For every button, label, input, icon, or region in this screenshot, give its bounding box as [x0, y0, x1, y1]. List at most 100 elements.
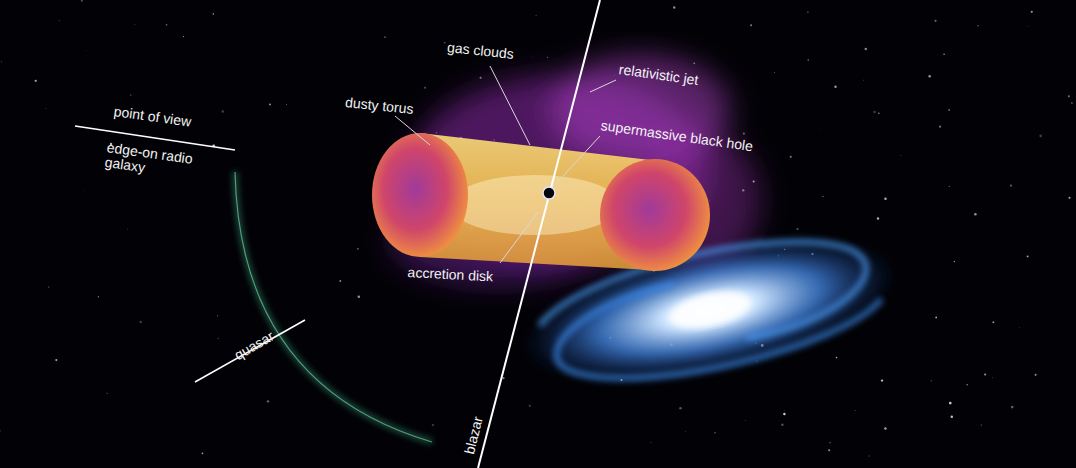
leader-lines: [75, 126, 305, 382]
leader-line: [490, 66, 530, 145]
star: [183, 36, 184, 37]
star: [85, 50, 87, 52]
star: [384, 36, 385, 37]
star: [773, 71, 775, 73]
star: [1, 61, 2, 62]
star: [1068, 197, 1070, 199]
star: [1035, 374, 1037, 376]
star: [778, 420, 780, 422]
star: [651, 442, 652, 443]
star: [139, 321, 142, 324]
part-label: gas clouds: [446, 40, 514, 62]
view-label: edge-on radio galaxy: [104, 140, 227, 187]
star: [358, 295, 361, 298]
part-label: accretion disk: [407, 265, 493, 285]
leader-line: [395, 116, 430, 145]
star: [829, 442, 831, 444]
star: [444, 42, 445, 43]
star: [818, 128, 820, 130]
star: [269, 103, 271, 105]
star: [357, 248, 359, 250]
star: [836, 357, 838, 359]
star: [1011, 406, 1014, 409]
star: [992, 377, 994, 379]
star-field: [0, 0, 1073, 456]
view-arc: [235, 172, 432, 442]
star: [693, 63, 695, 65]
star: [974, 213, 976, 215]
star: [1071, 102, 1073, 104]
star: [547, 57, 548, 58]
star: [45, 108, 46, 109]
leader-line: [500, 212, 538, 263]
star: [1026, 26, 1028, 28]
star: [424, 87, 426, 89]
star: [884, 427, 887, 430]
star: [480, 77, 482, 79]
leader-line: [553, 136, 600, 187]
star: [679, 407, 682, 410]
star: [863, 79, 865, 81]
star: [267, 400, 269, 402]
star: [502, 377, 504, 379]
leader-lines: [395, 66, 616, 263]
star: [1068, 95, 1070, 97]
star: [685, 431, 687, 433]
star: [58, 20, 60, 22]
view-label: quasar: [232, 329, 277, 364]
star: [934, 20, 936, 22]
star: [432, 424, 434, 426]
view-label: point of view: [113, 104, 192, 130]
star: [714, 432, 716, 434]
star: [796, 228, 798, 230]
star: [943, 54, 944, 55]
star: [966, 384, 967, 385]
torus-hole: [450, 175, 620, 235]
star: [217, 315, 218, 316]
star: [55, 359, 57, 361]
torus-cap: [372, 133, 468, 257]
star: [900, 155, 902, 157]
star: [877, 217, 879, 219]
star: [828, 449, 830, 451]
star: [992, 321, 994, 323]
star: [535, 14, 537, 16]
relativistic-jet: [478, 0, 600, 468]
star: [984, 373, 986, 375]
star: [949, 402, 952, 405]
view-line: [195, 320, 305, 382]
star: [854, 410, 856, 412]
star: [948, 109, 949, 110]
star: [822, 196, 823, 197]
star: [745, 419, 747, 421]
leader-line: [590, 80, 616, 92]
star: [98, 296, 99, 297]
star: [106, 393, 107, 394]
star: [130, 94, 132, 96]
star: [339, 280, 341, 282]
dusty-torus: [372, 133, 710, 271]
star: [1027, 255, 1029, 257]
star: [949, 186, 950, 187]
star: [750, 24, 752, 26]
star: [286, 104, 287, 105]
star: [881, 379, 883, 381]
view-arc: [235, 172, 432, 442]
star: [202, 452, 204, 454]
black-hole: [543, 187, 555, 199]
star: [884, 198, 887, 201]
star: [222, 110, 224, 112]
star: [783, 413, 785, 415]
star: [0, 430, 1, 431]
star: [781, 424, 783, 426]
star: [1039, 135, 1042, 138]
star: [784, 410, 786, 412]
star: [1031, 11, 1033, 13]
star: [935, 317, 937, 319]
part-label: dusty torus: [344, 95, 414, 117]
star: [35, 80, 37, 82]
star: [981, 424, 982, 425]
star: [878, 113, 879, 114]
